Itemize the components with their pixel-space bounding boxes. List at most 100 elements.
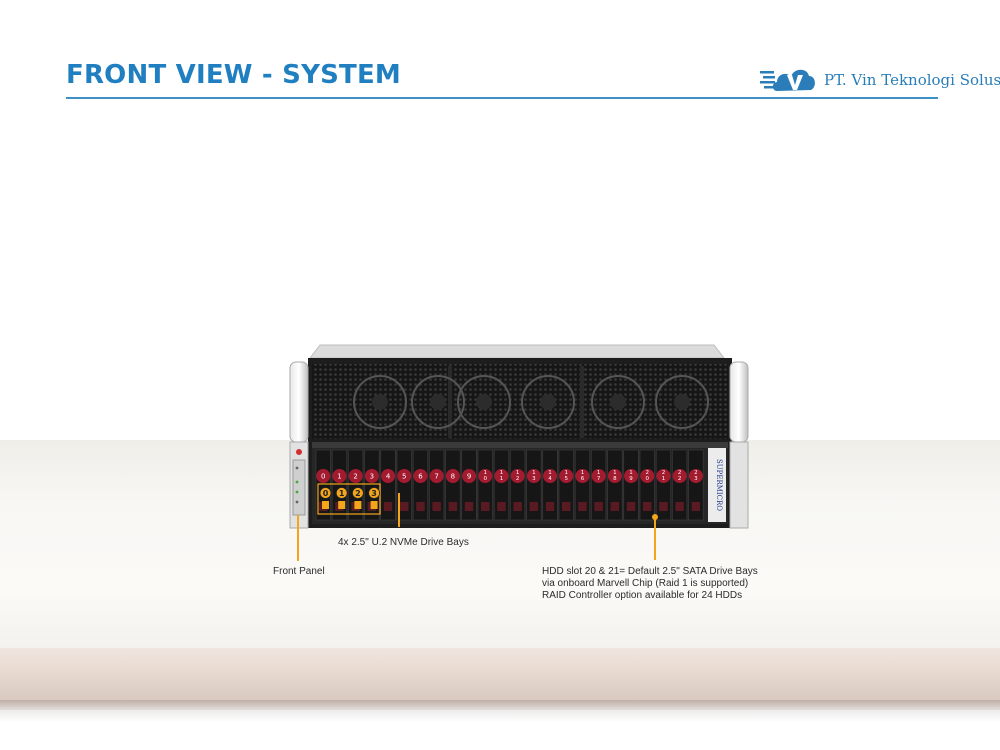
drive-bay[interactable]: 3 [364,449,380,521]
nvme-latch [354,501,362,509]
bay-number-text: 0 [646,476,650,482]
bay-latch [400,502,409,511]
drive-bay[interactable]: 9 [461,449,477,521]
drive-bay[interactable]: 18 [607,449,623,521]
drive-bay[interactable]: 16 [574,449,590,521]
bay-number-badge [607,469,622,483]
nvme-badge-text: 1 [339,489,345,498]
hdd-note-line-2: via onboard Marvell Chip (Raid 1 is supp… [542,578,749,589]
bay-number-text: 3 [532,476,536,482]
callout-dot-hdd [652,514,658,520]
bay-number-text: 6 [418,473,423,481]
hdd-note-line-3: RAID Controller option available for 24 … [542,590,743,601]
cloud-v-icon [760,69,815,91]
bay-number-text: 2 [646,470,650,476]
drive-bay[interactable]: 12 [510,449,526,521]
bay-latch [594,502,603,511]
bay-number-text: 9 [467,473,471,481]
bay-number-text: 0 [321,473,325,481]
drive-bay[interactable]: 15 [558,449,574,521]
callout-line-nvme [398,493,400,527]
bay-number-text: 6 [581,476,585,482]
bay-number-badge [624,469,639,483]
drive-bay[interactable]: 13 [526,449,542,521]
drive-bay[interactable]: 8 [445,449,461,521]
drive-bay[interactable]: 23 [688,449,704,521]
bay-number-badge [316,469,331,483]
drive-bay[interactable]: 19 [623,449,639,521]
bay-number-text: 1 [662,476,666,482]
bay-latch [675,502,684,511]
bay-latch [529,502,539,511]
callout-line-hdd [654,518,656,560]
bay-number-text: 4 [386,473,391,481]
drive-bay[interactable]: 21 [655,449,671,521]
drive-bay[interactable]: 11 [493,449,509,521]
nvme-badge-text: 3 [371,489,377,498]
bay-number-badge [640,469,655,483]
bay-latch [448,502,458,511]
drive-bay[interactable]: 4 [380,449,396,521]
drive-bay[interactable]: 20 [639,449,655,521]
nvme-bays-label: 4x 2.5" U.2 NVMe Drive Bays [338,537,469,548]
bay-number-badge [575,469,590,483]
drive-bay[interactable]: 14 [542,449,558,521]
shelf-shadow [0,700,1000,722]
bay-number-text: 1 [565,470,569,476]
bay-number-text: 1 [516,470,520,476]
bay-number-badge [381,469,396,483]
bay-number-text: 4 [548,476,552,482]
bay-number-badge [510,469,525,483]
bay-number-text: 2 [662,470,666,476]
drive-bay[interactable]: 6 [412,449,428,521]
bay-latch [626,502,636,511]
bay-number-badge [445,469,460,483]
bay-latch [610,502,620,511]
drive-bay[interactable]: 5 [396,449,412,521]
nvme-badge [368,487,380,499]
bay-number-badge [526,469,541,483]
company-logo: PT. Vin Teknologi Solusi [760,62,1000,96]
nvme-highlight-box [317,483,381,515]
nvme-badge [352,487,364,499]
drive-bay[interactable]: 1 [331,449,347,521]
bay-latch [513,502,522,511]
bay-latch [497,502,506,511]
drive-bay[interactable]: 7 [429,449,445,521]
bay-number-text: 5 [402,473,406,481]
bay-number-badge [478,469,493,483]
bay-number-text: 8 [613,476,617,482]
bay-number-text: 1 [613,470,617,476]
bay-latch [432,502,441,511]
bay-number-text: 7 [597,476,601,482]
bay-number-text: 1 [532,470,536,476]
front-panel-label: Front Panel [273,566,325,577]
bay-latch [464,502,474,511]
nvme-badge-text: 0 [323,489,329,498]
company-name: PT. Vin Teknologi Solusi [824,71,1000,89]
bay-number-text: 2 [516,476,520,482]
nvme-latch [370,501,378,509]
drive-bay[interactable]: 22 [672,449,688,521]
bay-number-text: 1 [548,470,552,476]
bay-number-text: 2 [694,470,698,476]
bay-number-text: 1 [484,470,488,476]
drive-bay[interactable]: 10 [477,449,493,521]
title-divider [66,97,938,99]
bay-number-text: 7 [434,473,438,481]
bay-number-text: 1 [597,470,601,476]
drive-bay[interactable]: 2 [348,449,364,521]
nvme-badge-text: 2 [355,489,361,498]
callout-line-front-panel [297,515,299,561]
bay-number-badge [413,469,428,483]
bay-number-badge [656,469,671,483]
bay-number-text: 9 [629,476,633,482]
drive-bay[interactable]: 17 [591,449,607,521]
nvme-latch [322,501,329,509]
bay-number-text: 1 [500,476,504,482]
nvme-latch [338,501,346,509]
bay-number-text: 2 [678,470,682,476]
bay-number-badge [672,469,687,483]
bay-latch [691,502,701,511]
